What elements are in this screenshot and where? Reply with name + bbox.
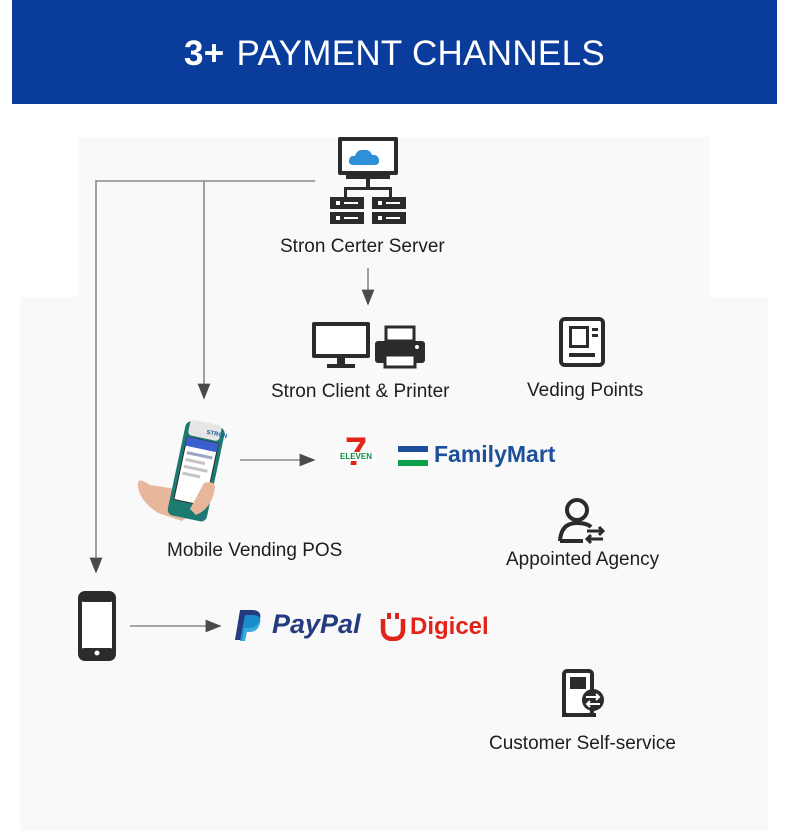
familymart-logo-text: FamilyMart: [434, 441, 556, 467]
agency-person-icon: [558, 498, 606, 545]
smartphone-icon: [78, 591, 116, 661]
title-prefix: 3+: [183, 34, 225, 73]
header-banner: 3+ PAYMENT CHANNELS: [12, 0, 777, 104]
digicel-logo-text: Digicel: [410, 613, 489, 640]
digicel-icon: [380, 613, 406, 641]
seven-eleven-logo: 7 ELEVEN: [336, 432, 376, 478]
main-panel: [20, 297, 768, 831]
self-service-label: Customer Self-service: [489, 733, 676, 754]
title-text: PAYMENT CHANNELS: [236, 34, 605, 73]
seven-eleven-text: ELEVEN: [336, 452, 376, 461]
printer-icon: [375, 325, 425, 369]
vending-points-label: Veding Points: [527, 380, 644, 401]
server-label: Stron Certer Server: [280, 236, 445, 257]
client-printer-label: Stron Client & Printer: [271, 381, 450, 402]
paypal-logo-text: PayPal: [272, 609, 361, 640]
vending-kiosk-icon: [559, 317, 605, 367]
familymart-stripes-icon: [398, 446, 428, 466]
server-left-line: [89, 180, 315, 574]
pos-terminal-icon: STRON: [137, 419, 228, 522]
monitor-icon: [312, 322, 370, 368]
paypal-text: PayPal: [272, 609, 361, 639]
mobile-pos-label: Mobile Vending POS: [167, 540, 343, 561]
cloud-server-icon: [330, 137, 406, 224]
paypal-p-icon: [235, 610, 261, 641]
page-title: 3+ PAYMENT CHANNELS: [184, 34, 605, 74]
agency-label: Appointed Agency: [506, 549, 660, 570]
pos-brand-text: STRON: [206, 430, 228, 440]
self-service-kiosk-icon: [562, 669, 604, 717]
